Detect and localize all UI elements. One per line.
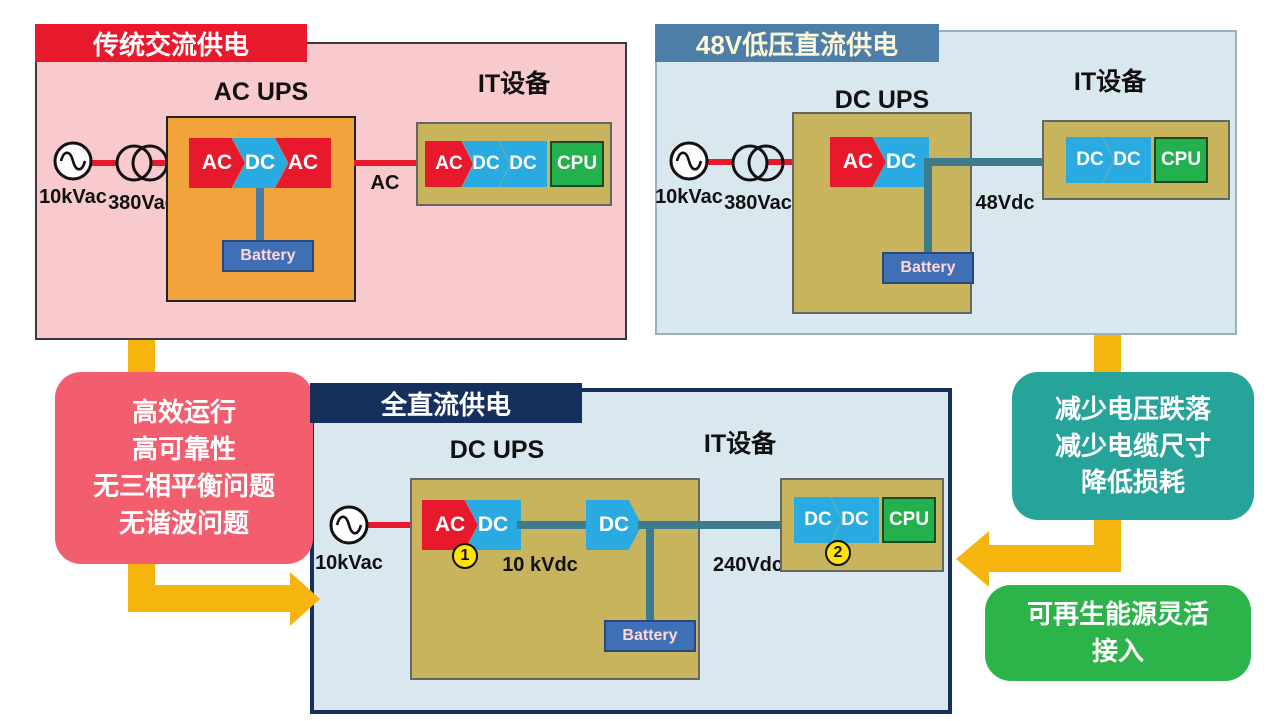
ac-source-icon [52,140,94,187]
it-converter-row-fulldc: DC DC CPU [794,497,936,543]
line-label-240vdc: 240Vdc [712,554,784,576]
line-fulldc-source [364,522,428,528]
line-10kvdc [517,521,589,529]
ac-source-icon [328,504,370,551]
callout-benefits-right: 减少电压跌落 减少电缆尺寸 降低损耗 [1012,372,1254,520]
line-48vdc [925,158,1044,166]
transformer-icon [110,142,174,189]
ac-ups-converter-row: AC DC AC [189,138,331,188]
converter-block-ac: AC [425,141,473,187]
line-240vdc [638,521,784,529]
arrow-right-head-icon [956,531,989,587]
transformer-icon [726,142,790,189]
voltage-10kvac-label: 10kVac [315,552,383,574]
battery-box-fulldc: Battery [604,620,696,652]
it-converter-row-ac: AC DC DC CPU [425,141,604,187]
it-equipment-label-fulldc: IT设备 [703,430,777,458]
callout-benefits-left: 高效运行 高可靠性 无三相平衡问题 无谐波问题 [55,372,313,564]
cpu-block: CPU [1154,137,1208,183]
marker-2-badge: 2 [825,540,851,566]
converter-block-ac: AC [830,137,886,187]
panel-full-dc-title: 全直流供电 [310,383,582,423]
line-label-ac: AC [370,172,400,194]
panel-48v-dc-title: 48V低压直流供电 [655,24,939,62]
panel-traditional-ac-title: 传统交流供电 [35,24,307,62]
cpu-block: CPU [550,141,604,187]
ups-converter-row-fulldc: AC DC [422,500,521,550]
line-ac-to-it [354,160,418,166]
it-converter-row-48v: DC DC CPU [1066,137,1208,183]
converter-block-dc: DC [1103,137,1151,183]
line-label-10kvdc: 10 kVdc [502,554,578,576]
callout-line: 可再生能源灵活 [1026,599,1209,630]
line-battery-ac [256,188,264,240]
line-48v-source [704,159,836,165]
dc-dc-mid-block-row: DC [586,500,642,550]
line-label-48vdc: 48Vdc [975,192,1035,214]
callout-line: 无三相平衡问题 [92,471,275,501]
ac-ups-label: AC UPS [213,78,309,106]
callout-line: 高效运行 [131,397,236,428]
converter-block-dc: DC [586,500,642,550]
callout-line: 接入 [1091,636,1144,666]
battery-box-ac: Battery [222,240,314,272]
arrow-left-horizontal [128,585,290,612]
voltage-10kvac-label: 10kVac [655,186,723,208]
converter-block-dc: DC [794,497,842,543]
line-battery-48v [924,158,932,254]
arrow-left-head-icon [290,572,320,626]
voltage-10kvac-label: 10kVac [39,186,107,208]
marker-1-badge: 1 [452,543,478,569]
callout-line: 降低损耗 [1080,467,1185,498]
ups-converter-row-48v: AC DC [830,137,929,187]
cpu-block: CPU [882,497,936,543]
dc-ups-label-fulldc: DC UPS [449,436,545,464]
battery-box-48v: Battery [882,252,974,284]
ac-source-icon [668,140,710,187]
callout-line: 高可靠性 [131,434,236,465]
it-equipment-label-ac: IT设备 [477,70,551,98]
converter-block-ac: AC [189,138,245,188]
voltage-380vac-label: 380Vac [724,192,792,214]
callout-renewable: 可再生能源灵活 接入 [985,585,1251,681]
callout-line: 无谐波问题 [118,507,249,538]
line-battery-fulldc [646,521,654,622]
callout-line: 减少电缆尺寸 [1054,430,1211,461]
converter-block-ac: AC [422,500,478,550]
converter-block-dc: DC [1066,137,1114,183]
arrow-right-horizontal [988,545,1121,572]
dc-ups-label-48v: DC UPS [834,86,930,114]
voltage-380vac-label: 380Vac [108,192,176,214]
it-equipment-label-48v: IT设备 [1073,68,1147,96]
callout-line: 减少电压跌落 [1054,393,1211,424]
